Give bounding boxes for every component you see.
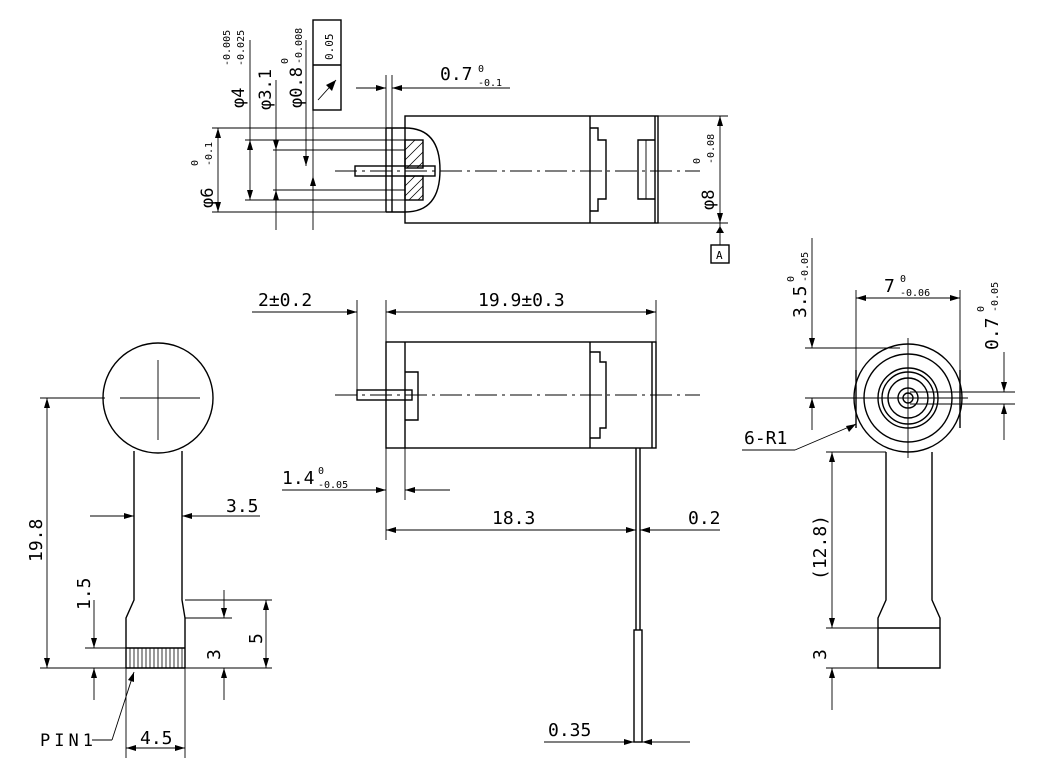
dim-d31-label: φ3.1 [256,69,276,110]
dim-45-label: 4.5 [140,728,173,749]
dim-07-top-up: 0 [478,64,484,75]
dim-14-lo: -0.05 [318,480,348,491]
dim-d08-up: 0 [280,58,291,64]
left-pin-view [40,342,272,758]
dim-7-lo: -0.06 [900,288,930,299]
dim-02-label: 0.2 [688,508,721,529]
bearing-section-upper [404,139,424,169]
dim-07-top-lo: -0.1 [478,78,502,89]
dim-07-right-up: 0 [976,306,987,312]
dim-d8-up: 0 [692,158,703,164]
dim-d8-label: φ8 [699,190,719,210]
dim-14-up: 0 [318,466,324,477]
middle-view-labels: 19.9±0.3 2±0.2 1.4 0 -0.05 18.3 0.2 0.35 [258,290,721,741]
dim-35-right-label: 3.5 [790,285,811,318]
pin1-label: PIN1 [40,731,97,751]
dim-5-label: 5 [246,633,267,644]
dim-2-label: 2±0.2 [258,290,312,311]
top-section-view [212,19,730,264]
top-view-labels: φ4 -0.005 -0.025 φ3.1 φ0.8 0 -0.008 0.05… [190,28,723,262]
right-end-view [742,238,1015,710]
bearing-section-lower [404,175,424,201]
dim-d6-up: 0 [190,160,201,166]
dim-d08-label: φ0.8 [287,67,307,108]
dim-199-label: 19.9±0.3 [478,290,565,311]
dim-035-label: 0.35 [548,720,591,741]
dim-35-right-up: 0 [786,276,797,282]
dim-35-right-lo: -0.05 [800,252,811,282]
dim-6r1-label: 6-R1 [744,428,787,449]
dim-198-label: 19.8 [26,519,47,562]
datum-a-label: A [716,249,723,262]
dim-3-left-label: 3 [204,649,225,660]
terminal-pin [633,629,643,743]
top-motor-body [404,115,659,224]
dim-183-label: 18.3 [492,508,535,529]
left-view-labels: 19.8 3.5 1.5 3 5 4.5 PIN1 [26,496,267,751]
dim-d4-label: φ4 [229,88,249,108]
dim-15-label: 1.5 [74,577,95,610]
dim-128-label: (12.8) [810,515,831,580]
runout-value: 0.05 [323,34,336,61]
dim-d4-lo: -0.025 [236,30,247,66]
right-view-labels: 7 0 -0.06 3.5 0 -0.05 0.7 0 -0.05 6-R1 (… [744,252,1003,660]
dim-35-left-label: 3.5 [226,496,259,517]
dim-7-up: 0 [900,274,906,285]
dim-d4-up: -0.005 [222,30,233,66]
dim-14-label: 1.4 [282,468,315,489]
dim-d6-lo: -0.1 [204,142,215,166]
dim-d08-lo: -0.008 [294,28,305,64]
dim-d8-lo: -0.08 [706,134,717,164]
middle-side-view [252,300,720,745]
dim-07-right-label: 0.7 [982,317,1003,350]
dim-7-label: 7 [884,276,895,297]
dim-07-top-label: 0.7 [440,64,473,85]
datum-a-box [710,244,730,264]
dim-07-right-lo: -0.05 [990,282,1001,312]
dim-d6-label: φ6 [198,188,218,208]
dim-3-right-label: 3 [810,649,831,660]
